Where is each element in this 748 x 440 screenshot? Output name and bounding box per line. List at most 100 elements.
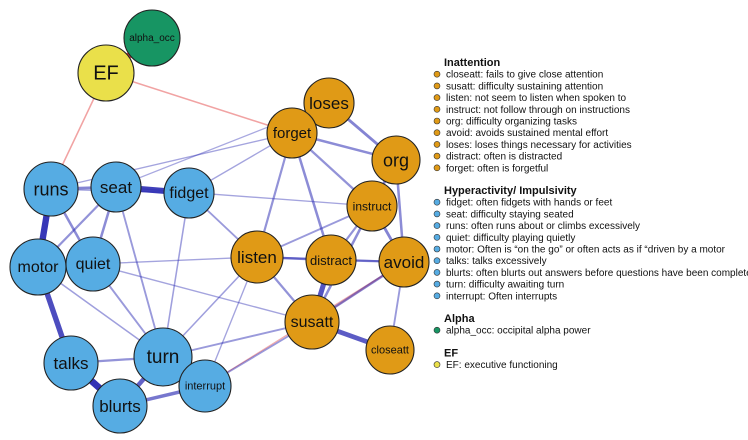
- legend-item: loses: loses things necessary for activi…: [446, 140, 632, 151]
- node-label-quiet: quiet: [76, 256, 111, 273]
- node-circle-closeatt: [365, 325, 415, 375]
- node-label-talks: talks: [54, 354, 89, 373]
- legend-swatch-hyperactivity: [433, 210, 441, 218]
- node-label-distract: distract: [310, 253, 352, 268]
- node-circle-alpha_occ: [123, 9, 181, 67]
- legend-swatch-hyperactivity: [433, 269, 441, 276]
- node-circle-turn: [133, 327, 193, 387]
- node-closeatt: closeatt: [365, 325, 415, 375]
- legend-item: instruct: not follow through on instruct…: [446, 105, 630, 116]
- node-circle-talks: [43, 335, 99, 391]
- node-circle-instruct: [346, 180, 398, 232]
- legend-item: closeatt: fails to give close attention: [446, 70, 603, 81]
- legend-item: listen: not seem to listen when spoken t…: [446, 93, 627, 104]
- node-org: org: [371, 135, 421, 185]
- node-circle-quiet: [65, 236, 121, 292]
- legend-swatch-hyperactivity: [433, 257, 441, 265]
- node-quiet: quiet: [65, 236, 121, 292]
- node-runs: runs: [23, 161, 79, 217]
- legend-item: susatt: difficulty sustaining attention: [446, 81, 603, 92]
- node-EF: EF: [77, 44, 135, 102]
- legend-item: interrupt: Often interrupts: [446, 291, 557, 302]
- edge-quiet-susatt: [92, 263, 313, 323]
- node-label-closeatt: closeatt: [371, 345, 409, 357]
- legend-title-inattention: Inattention: [444, 57, 500, 69]
- node-label-motor: motor: [18, 259, 60, 276]
- legend-item: forget: often is forgetful: [446, 163, 548, 174]
- legend-swatch-hyperactivity: [433, 234, 441, 241]
- node-circle-blurts: [92, 378, 148, 434]
- node-motor: motor: [9, 238, 67, 296]
- node-label-blurts: blurts: [99, 397, 141, 416]
- node-distract: distract: [305, 234, 357, 286]
- node-circle-listen: [230, 230, 284, 284]
- legend-item: turn: difficulty awaiting turn: [446, 280, 564, 291]
- node-label-turn: turn: [147, 347, 180, 368]
- node-susatt: susatt: [284, 294, 340, 350]
- legend-item: quiet: difficulty playing quietly: [446, 233, 575, 244]
- legend-swatch-inattention: [433, 141, 441, 148]
- legend-swatch-hyperactivity: [433, 280, 441, 288]
- node-circle-fidget: [163, 167, 215, 219]
- legend-item: org: difficulty organizing tasks: [446, 117, 577, 128]
- node-circle-seat: [90, 161, 142, 213]
- legend-title-alpha: Alpha: [444, 313, 475, 325]
- node-circle-susatt: [284, 294, 340, 350]
- legend-item: fidget: often fidgets with hands or feet: [446, 198, 612, 209]
- node-alpha_occ: alpha_occ: [123, 9, 181, 67]
- node-avoid: avoid: [378, 236, 430, 288]
- node-circle-avoid: [378, 236, 430, 288]
- node-circle-org: [371, 135, 421, 185]
- legend-swatch-inattention: [433, 164, 441, 172]
- legend-swatch-inattention: [433, 152, 441, 160]
- node-instruct: instruct: [346, 180, 398, 232]
- legend-item: runs: often runs about or climbs excessi…: [446, 221, 640, 232]
- legend-item: talks: talks excessively: [446, 256, 547, 267]
- node-label-org: org: [383, 151, 409, 171]
- node-circle-runs: [23, 161, 79, 217]
- node-label-listen: listen: [237, 248, 277, 267]
- legend-swatch-inattention: [433, 106, 441, 113]
- node-circle-loses: [303, 77, 355, 129]
- node-talks: talks: [43, 335, 99, 391]
- node-label-alpha_occ: alpha_occ: [129, 33, 175, 44]
- node-turn: turn: [133, 327, 193, 387]
- node-label-instruct: instruct: [353, 200, 392, 214]
- node-fidget: fidget: [163, 167, 215, 219]
- node-loses: loses: [303, 77, 355, 129]
- node-label-avoid: avoid: [384, 253, 425, 272]
- legend-swatch-alpha: [433, 326, 441, 334]
- legend-item: EF: executive functioning: [446, 360, 558, 371]
- node-circle-interrupt: [178, 359, 232, 413]
- legend-swatch-inattention: [433, 94, 441, 101]
- legend-item: avoid: avoids sustained mental effort: [446, 128, 608, 139]
- legend-title-hyperactivity: Hyperactivity/ Impulsivity: [444, 185, 578, 197]
- legend-title-ef: EF: [444, 347, 458, 359]
- node-circle-forget: [266, 107, 318, 159]
- edge-runs-forget: [50, 132, 293, 190]
- legend-swatch-inattention: [433, 117, 441, 125]
- node-interrupt: interrupt: [178, 359, 232, 413]
- node-label-forget: forget: [273, 125, 312, 142]
- node-seat: seat: [90, 161, 142, 213]
- node-listen: listen: [230, 230, 284, 284]
- legend-item: motor: Often is “on the go” or often act…: [446, 245, 726, 256]
- node-circle-EF: [77, 44, 135, 102]
- legend-swatch-hyperactivity: [433, 292, 441, 300]
- node-label-seat: seat: [100, 178, 132, 197]
- node-label-loses: loses: [309, 94, 349, 113]
- legend-item: alpha_occ: occipital alpha power: [446, 326, 591, 337]
- node-label-runs: runs: [33, 180, 68, 200]
- node-circle-distract: [305, 234, 357, 286]
- node-forget: forget: [266, 107, 318, 159]
- node-label-interrupt: interrupt: [185, 381, 225, 393]
- legend-swatch-hyperactivity: [433, 245, 441, 253]
- legend-item: distract: often is distracted: [446, 152, 562, 163]
- legend-swatch-inattention: [433, 70, 441, 78]
- legend-item: seat: difficulty staying seated: [446, 209, 574, 220]
- node-blurts: blurts: [92, 378, 148, 434]
- legend-item: blurts: often blurts out answers before …: [446, 268, 748, 279]
